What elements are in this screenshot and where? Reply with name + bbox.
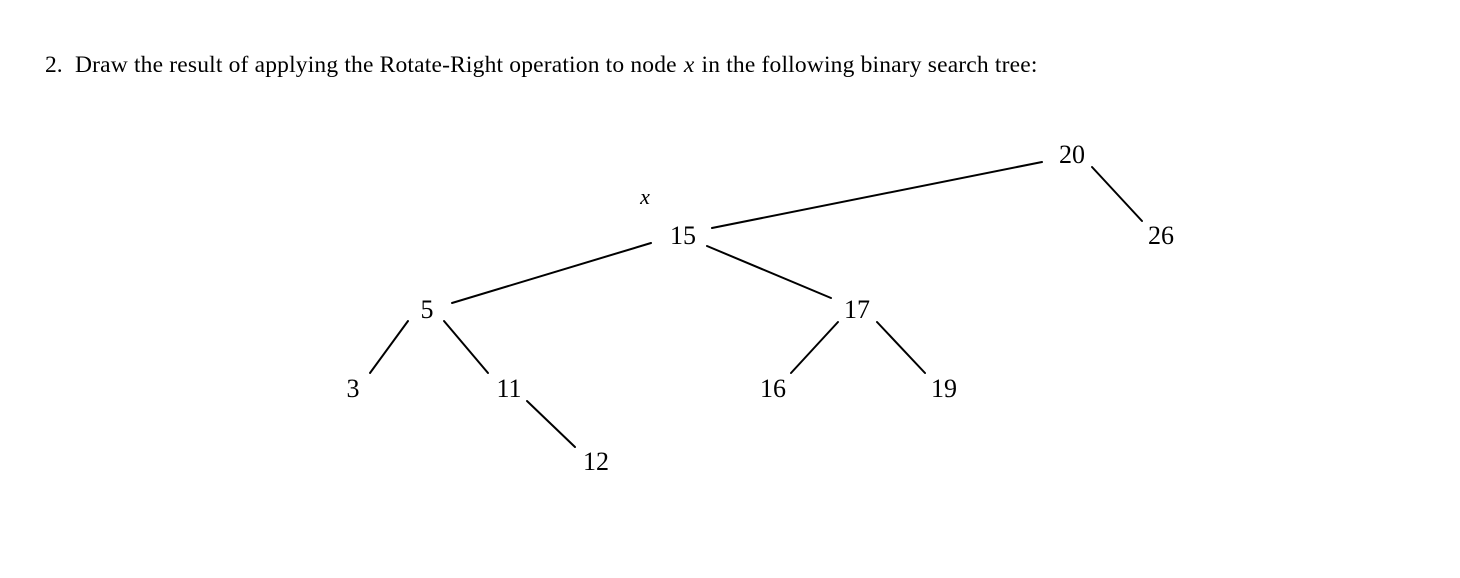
tree-edge-n17-n19 [876, 321, 926, 374]
tree-node-20: 20 [1059, 140, 1085, 169]
tree-node-26: 26 [1148, 221, 1174, 250]
tree-node-12: 12 [583, 447, 609, 476]
question-text: Draw the result of applying the Rotate-R… [75, 52, 1038, 78]
tree-node-15: 15 [670, 221, 696, 250]
question-block: 2. Draw the result of applying the Rotat… [45, 52, 1425, 78]
question-text-after-variable: in the following binary search tree: [701, 52, 1038, 78]
tree-edge-n20-n26 [1091, 166, 1143, 222]
tree-node-3: 3 [346, 374, 360, 403]
tree-edge-n5-n11 [443, 320, 489, 374]
tree-node-11: 11 [496, 374, 522, 403]
tree-node-5: 5 [420, 295, 434, 324]
tree-edge-n17-n16 [790, 321, 839, 374]
question-text-before-variable: Draw the result of applying the Rotate-R… [75, 52, 677, 78]
tree-edge-n15-n20 [711, 161, 1043, 229]
tree-node-19: 19 [931, 374, 957, 403]
question-number: 2. [45, 52, 63, 78]
tree-node-annotation-x: x [640, 184, 650, 209]
tree-edge-n15-n17 [706, 245, 832, 299]
tree-edge-n15-n5 [451, 242, 652, 304]
tree-edge-n11-n12 [526, 400, 576, 448]
tree-node-17: 17 [844, 295, 870, 324]
question-variable-x: x [683, 52, 695, 78]
tree-node-16: 16 [760, 374, 786, 403]
tree-edge-n5-n3 [369, 320, 409, 374]
